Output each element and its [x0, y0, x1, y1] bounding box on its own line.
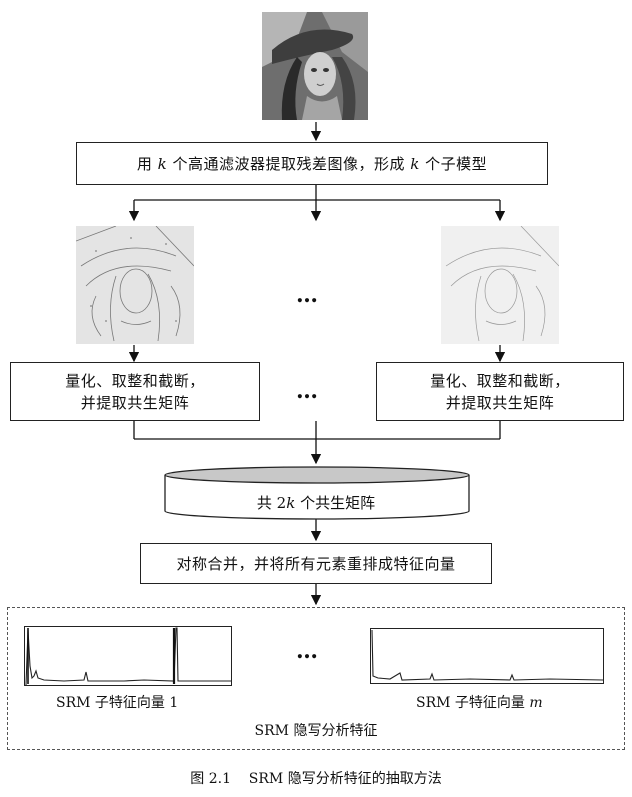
cylinder-label: 共 2k 个共生矩阵	[256, 494, 376, 512]
quantize-box-left: 量化、取整和截断， 并提取共生矩阵	[10, 362, 260, 421]
quantize-left-line1: 量化、取整和截断，	[65, 371, 205, 390]
step-extract-residuals-text: 用 k 个高通滤波器提取残差图像，形成 k 个子模型	[136, 154, 488, 173]
sub-feature-m-label: SRM 子特征向量 m	[416, 695, 543, 711]
quantize-right-line2: 并提取共生矩阵	[445, 393, 555, 412]
quantize-right-line1: 量化、取整和截断，	[430, 371, 570, 390]
srm-feature-group-label: SRM 隐写分析特征	[254, 723, 378, 739]
residual-image-right	[441, 226, 559, 344]
srm-feature-group	[7, 607, 625, 750]
figure-caption: 图 2.1 SRM 隐写分析特征的抽取方法	[190, 771, 442, 787]
quantize-box-right: 量化、取整和截断， 并提取共生矩阵	[376, 362, 624, 421]
quantize-left-line2: 并提取共生矩阵	[80, 393, 190, 412]
feature-plot-1	[24, 626, 232, 686]
residual-image-left	[76, 226, 194, 344]
sub-feature-1-label: SRM 子特征向量 1	[56, 695, 179, 711]
ellipsis-images: …	[296, 282, 321, 308]
cooccurrence-cylinder	[164, 466, 470, 520]
ellipsis-boxes: …	[296, 378, 321, 404]
feature-plot-m	[370, 628, 604, 684]
input-image	[262, 12, 368, 120]
merge-text: 对称合并，并将所有元素重排成特征向量	[176, 554, 456, 573]
step-extract-residuals-box: 用 k 个高通滤波器提取残差图像，形成 k 个子模型	[76, 142, 548, 185]
merge-box: 对称合并，并将所有元素重排成特征向量	[140, 543, 492, 584]
ellipsis-plots: …	[296, 638, 321, 664]
